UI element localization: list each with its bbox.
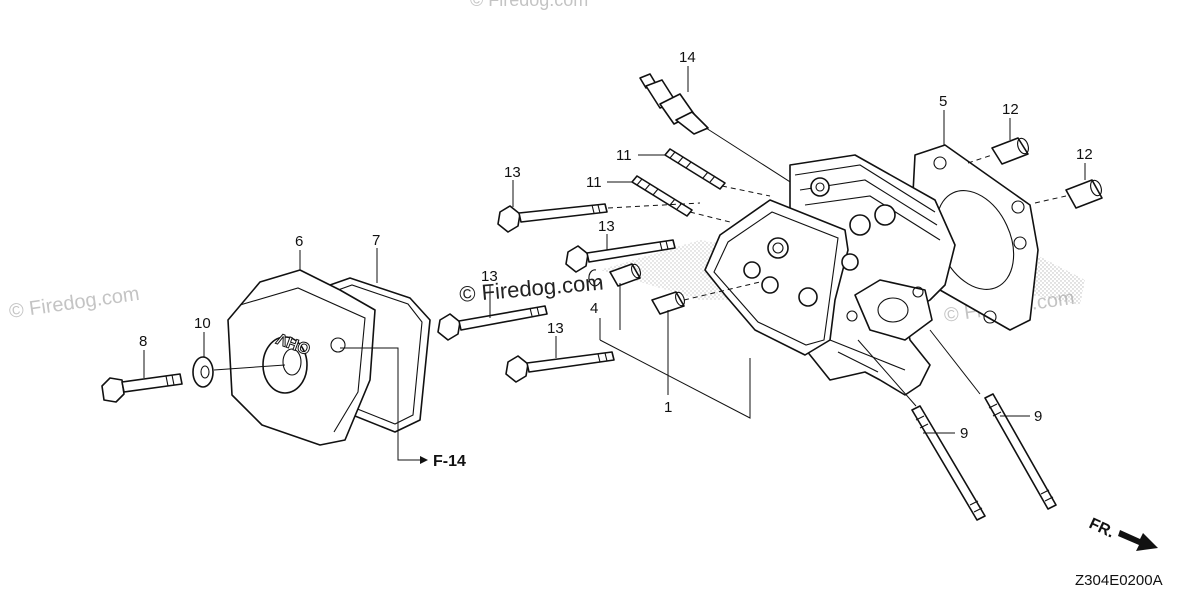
dowel-4b	[651, 281, 761, 315]
head-cover: OHV	[227, 269, 376, 446]
callout-9-right: 9	[1034, 408, 1042, 425]
bolt-13-bottom	[505, 351, 615, 383]
callout-5: 5	[939, 93, 947, 110]
bolt-13-left	[437, 305, 548, 341]
dowel-4a	[609, 263, 642, 287]
leader-lines	[143, 66, 1086, 464]
callout-10: 10	[194, 315, 211, 332]
callout-13-middle: 13	[598, 218, 615, 235]
dowel-pin-upper	[967, 137, 1029, 165]
watermark-left: © Firedog.com	[8, 283, 141, 323]
callout-13-top: 13	[504, 164, 521, 181]
watermark-top: © Firedog.com	[470, 0, 588, 10]
arrow-icon	[1118, 530, 1158, 551]
callout-12-lower: 12	[1076, 146, 1093, 163]
stud-lower	[631, 175, 731, 223]
callout-6: 6	[295, 233, 303, 250]
bolt-8	[101, 373, 183, 403]
callout-1: 1	[664, 399, 672, 416]
callout-4: 4	[590, 300, 598, 317]
front-label: FR.	[1086, 515, 1117, 541]
front-direction-arrow: FR.	[1086, 515, 1158, 551]
diagram-code: Z304E0200A	[1075, 572, 1163, 589]
cylinder-head	[704, 154, 956, 396]
stud-9-right	[984, 393, 1057, 510]
stud-9-left	[911, 405, 986, 521]
callout-9-left: 9	[960, 425, 968, 442]
callout-11-upper: 11	[616, 147, 632, 164]
callout-8: 8	[139, 333, 147, 350]
callouts: 14 5 12 12 11 11 13 13 13 13 4 1 6 7 8 1…	[139, 49, 1093, 442]
callout-13-left: 13	[481, 268, 498, 285]
callout-14: 14	[679, 49, 696, 66]
callout-11-lower: 11	[586, 174, 602, 191]
callout-13-bottom: 13	[547, 320, 564, 337]
dowel-pin-lower	[1034, 179, 1103, 209]
bolt-13-middle	[565, 239, 676, 273]
reference-f14: F-14	[433, 453, 466, 470]
washer-10	[192, 356, 286, 388]
callout-7: 7	[372, 232, 380, 249]
clip-4	[588, 269, 601, 287]
bolt-13-top	[497, 202, 701, 233]
callout-12-upper: 12	[1002, 101, 1019, 118]
stud-upper	[664, 148, 771, 197]
